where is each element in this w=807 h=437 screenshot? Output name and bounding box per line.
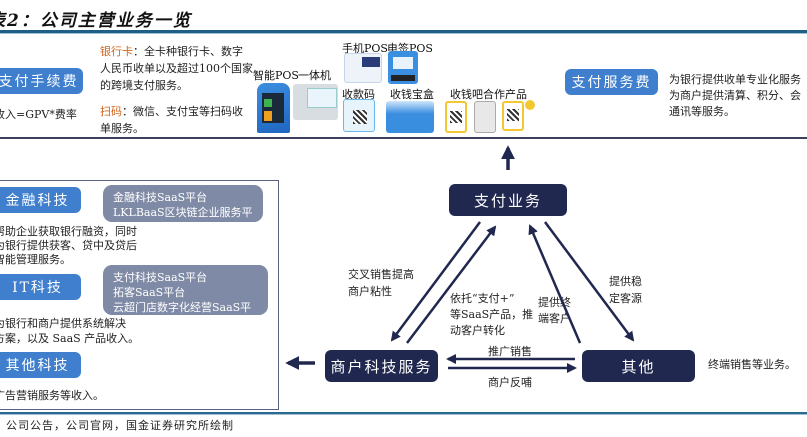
service-fee-desc-1: 为银行提供收单专业化服务 xyxy=(669,73,801,86)
smart-pos-image xyxy=(257,83,290,133)
label-provide-terminal-2: 端客户 xyxy=(538,312,571,325)
payment-qr-code-image xyxy=(343,99,375,132)
product-label-mobile-pos: 手机POS xyxy=(342,42,388,55)
partner-product-1-image xyxy=(445,101,467,133)
scan-label: 扫码 xyxy=(100,105,122,118)
it-tech-button: IT科技 xyxy=(0,274,81,300)
bank-card-label: 银行卡 xyxy=(100,45,133,58)
other-business-desc: 终端销售等业务。 xyxy=(708,358,796,371)
all-in-one-machine-image xyxy=(293,84,338,120)
it-tech-desc-1: 为银行和商户提供系统解决 xyxy=(0,317,126,330)
payment-business-box: 支付业务 xyxy=(449,184,567,216)
partner-product-2-image xyxy=(474,101,496,133)
top-rule xyxy=(0,30,807,33)
fintech-platform-2: LKLBaaS区块链企业服务平台 xyxy=(113,206,253,234)
label-rely-on-2: 等SaaS产品，推 xyxy=(450,308,534,321)
fintech-desc-1: 帮助企业获取银行融资，同时 xyxy=(0,225,137,238)
other-tech-desc: 广告营销服务等收入。 xyxy=(0,389,104,402)
label-cross-sell-2: 商户粘性 xyxy=(348,285,392,298)
tech-services-panel xyxy=(0,180,279,410)
it-platform-3: 云超门店数字化经营SaaS平台 xyxy=(113,301,252,329)
fintech-platform-1: 金融科技SaaS平台 xyxy=(113,191,208,204)
merchant-tech-box: 商户科技服务 xyxy=(325,350,438,382)
label-rely-on-1: 依托“支付+” xyxy=(450,292,515,305)
label-rely-on-3: 动客户转化 xyxy=(450,324,505,337)
payment-service-fee-button: 支付服务费 xyxy=(565,69,658,95)
fintech-platforms-box: 金融科技SaaS平台 LKLBaaS区块链企业服务平台 xyxy=(103,185,263,234)
partner-product-3-image xyxy=(502,101,524,131)
product-label-qr-code: 收款码 xyxy=(342,88,375,101)
it-platform-2: 拓客SaaS平台 xyxy=(113,286,186,299)
it-platform-1: 支付科技SaaS平台 xyxy=(113,271,208,284)
section-divider xyxy=(0,137,807,139)
fintech-desc-2: 为银行提供获客、贷中及贷后 xyxy=(0,239,137,252)
service-fee-desc-3: 通讯等服务。 xyxy=(669,105,735,118)
label-provide-stable-1: 提供稳 xyxy=(609,275,642,288)
payment-fee-button: 支付手续费 xyxy=(0,68,83,94)
scan-line-1: 扫码：微信、支付宝等扫码收 xyxy=(100,105,243,118)
other-business-box: 其他 xyxy=(582,350,695,382)
source-note: ：公司公告，公司官网，国金证券研究所绘制 xyxy=(0,419,234,432)
bank-card-line-2: 人民币收单以及超过100个国家 xyxy=(100,62,253,75)
service-fee-desc-2: 为商户提供清算、积分、会 xyxy=(669,89,801,102)
it-tech-desc-2: 方案，以及 SaaS 产品收入。 xyxy=(0,332,140,345)
bank-card-line-1: 银行卡：全卡种银行卡、数字 xyxy=(100,45,243,58)
bottom-rule xyxy=(0,412,807,414)
label-merchant-feedback: 商户反哺 xyxy=(488,376,532,389)
fee-formula: 收入=GPV*费率 xyxy=(0,108,77,121)
label-cross-sell-1: 交叉销售提高 xyxy=(348,268,414,281)
bank-card-line-3: 的跨境支付服务。 xyxy=(100,79,188,92)
product-label-all-in-one: 一体机 xyxy=(298,69,331,82)
product-label-smart-pos: 智能POS xyxy=(253,69,299,82)
fintech-button: 金融科技 xyxy=(0,187,81,213)
partner-product-4-image xyxy=(525,100,535,110)
mobile-pos-image xyxy=(344,53,382,83)
other-tech-button: 其他科技 xyxy=(0,352,81,378)
label-promote-sales: 推广销售 xyxy=(488,345,532,358)
product-label-partner: 收钱吧合作产品 xyxy=(450,88,527,101)
label-provide-terminal-1: 提供终 xyxy=(538,296,571,309)
smart-pos-screen xyxy=(262,93,284,123)
bottom-rule-accent xyxy=(0,414,807,415)
fintech-desc-3: 智能管理服务。 xyxy=(0,253,71,266)
top-rule-accent xyxy=(0,33,807,34)
it-tech-platforms-box: 支付科技SaaS平台 拓客SaaS平台 云超门店数字化经营SaaS平台 xyxy=(103,265,268,329)
e-sign-pos-image xyxy=(388,51,418,84)
page-title: 表2：公司主营业务一览 xyxy=(0,11,192,31)
scan-line-2: 单服务。 xyxy=(100,122,144,135)
label-provide-stable-2: 定客源 xyxy=(609,292,642,305)
cash-box-image xyxy=(386,101,434,133)
product-label-cash-box: 收钱宝盒 xyxy=(390,88,434,101)
